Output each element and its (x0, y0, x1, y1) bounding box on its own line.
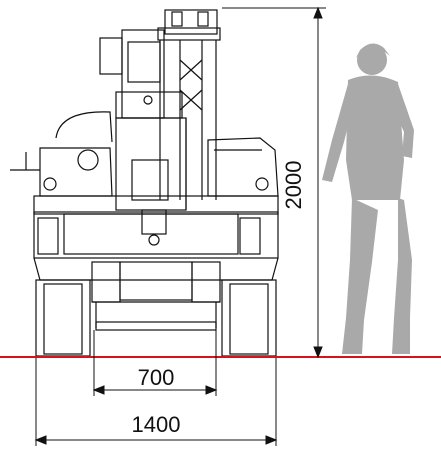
overall-width-dimension (34, 358, 278, 446)
track-gauge-label: 700 (138, 365, 175, 390)
height-dimension (222, 6, 326, 359)
height-label: 2000 (281, 161, 306, 210)
machine-front-view (10, 9, 279, 357)
person-silhouette-icon (322, 43, 414, 354)
track-gauge-dimension (92, 330, 218, 396)
overall-width-label: 1400 (132, 412, 181, 437)
